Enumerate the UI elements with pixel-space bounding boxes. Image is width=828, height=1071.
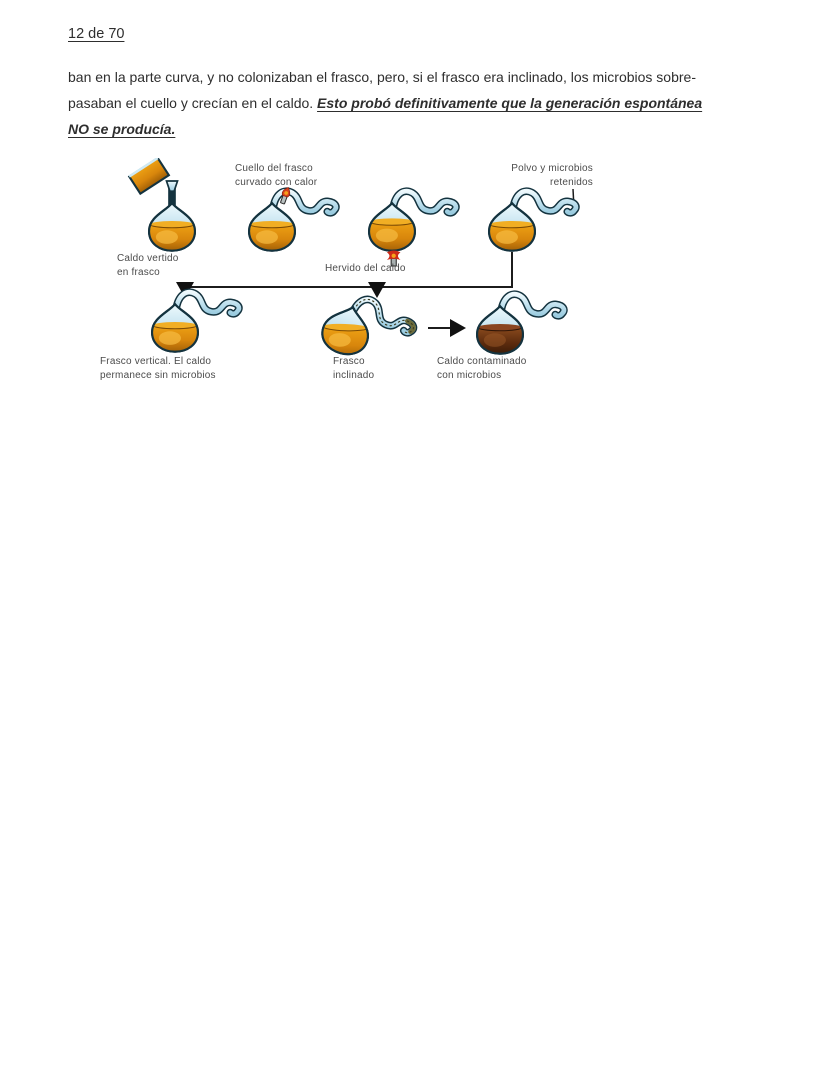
paragraph-emphasis-1: Esto probó definitivamente que la genera… bbox=[317, 95, 703, 111]
page-number: 12 de 70 bbox=[68, 26, 125, 42]
flask-caldo-vertido bbox=[127, 158, 197, 252]
paragraph-emphasis-2: NO se producía. bbox=[68, 121, 176, 137]
flame-icon bbox=[386, 250, 401, 267]
flask-hervido bbox=[367, 191, 456, 267]
flame-icon bbox=[280, 186, 291, 205]
paragraph-line-2: pasaban el cuello y crecían en el caldo. bbox=[68, 95, 318, 111]
paragraph: ban en la parte curva, y no colonizaban … bbox=[68, 64, 702, 142]
paragraph-line-1: ban en la parte curva, y no colonizaban … bbox=[68, 69, 696, 85]
flask-polvo-retenido bbox=[487, 191, 576, 252]
label-hervido: Hervido del caldo bbox=[325, 263, 406, 274]
pouring-beaker bbox=[127, 158, 171, 196]
flask-contaminado bbox=[475, 294, 564, 355]
flask-vertical bbox=[150, 292, 239, 353]
pasteur-experiment-illustration bbox=[127, 158, 600, 361]
flask-cuello-curvado bbox=[247, 186, 336, 252]
